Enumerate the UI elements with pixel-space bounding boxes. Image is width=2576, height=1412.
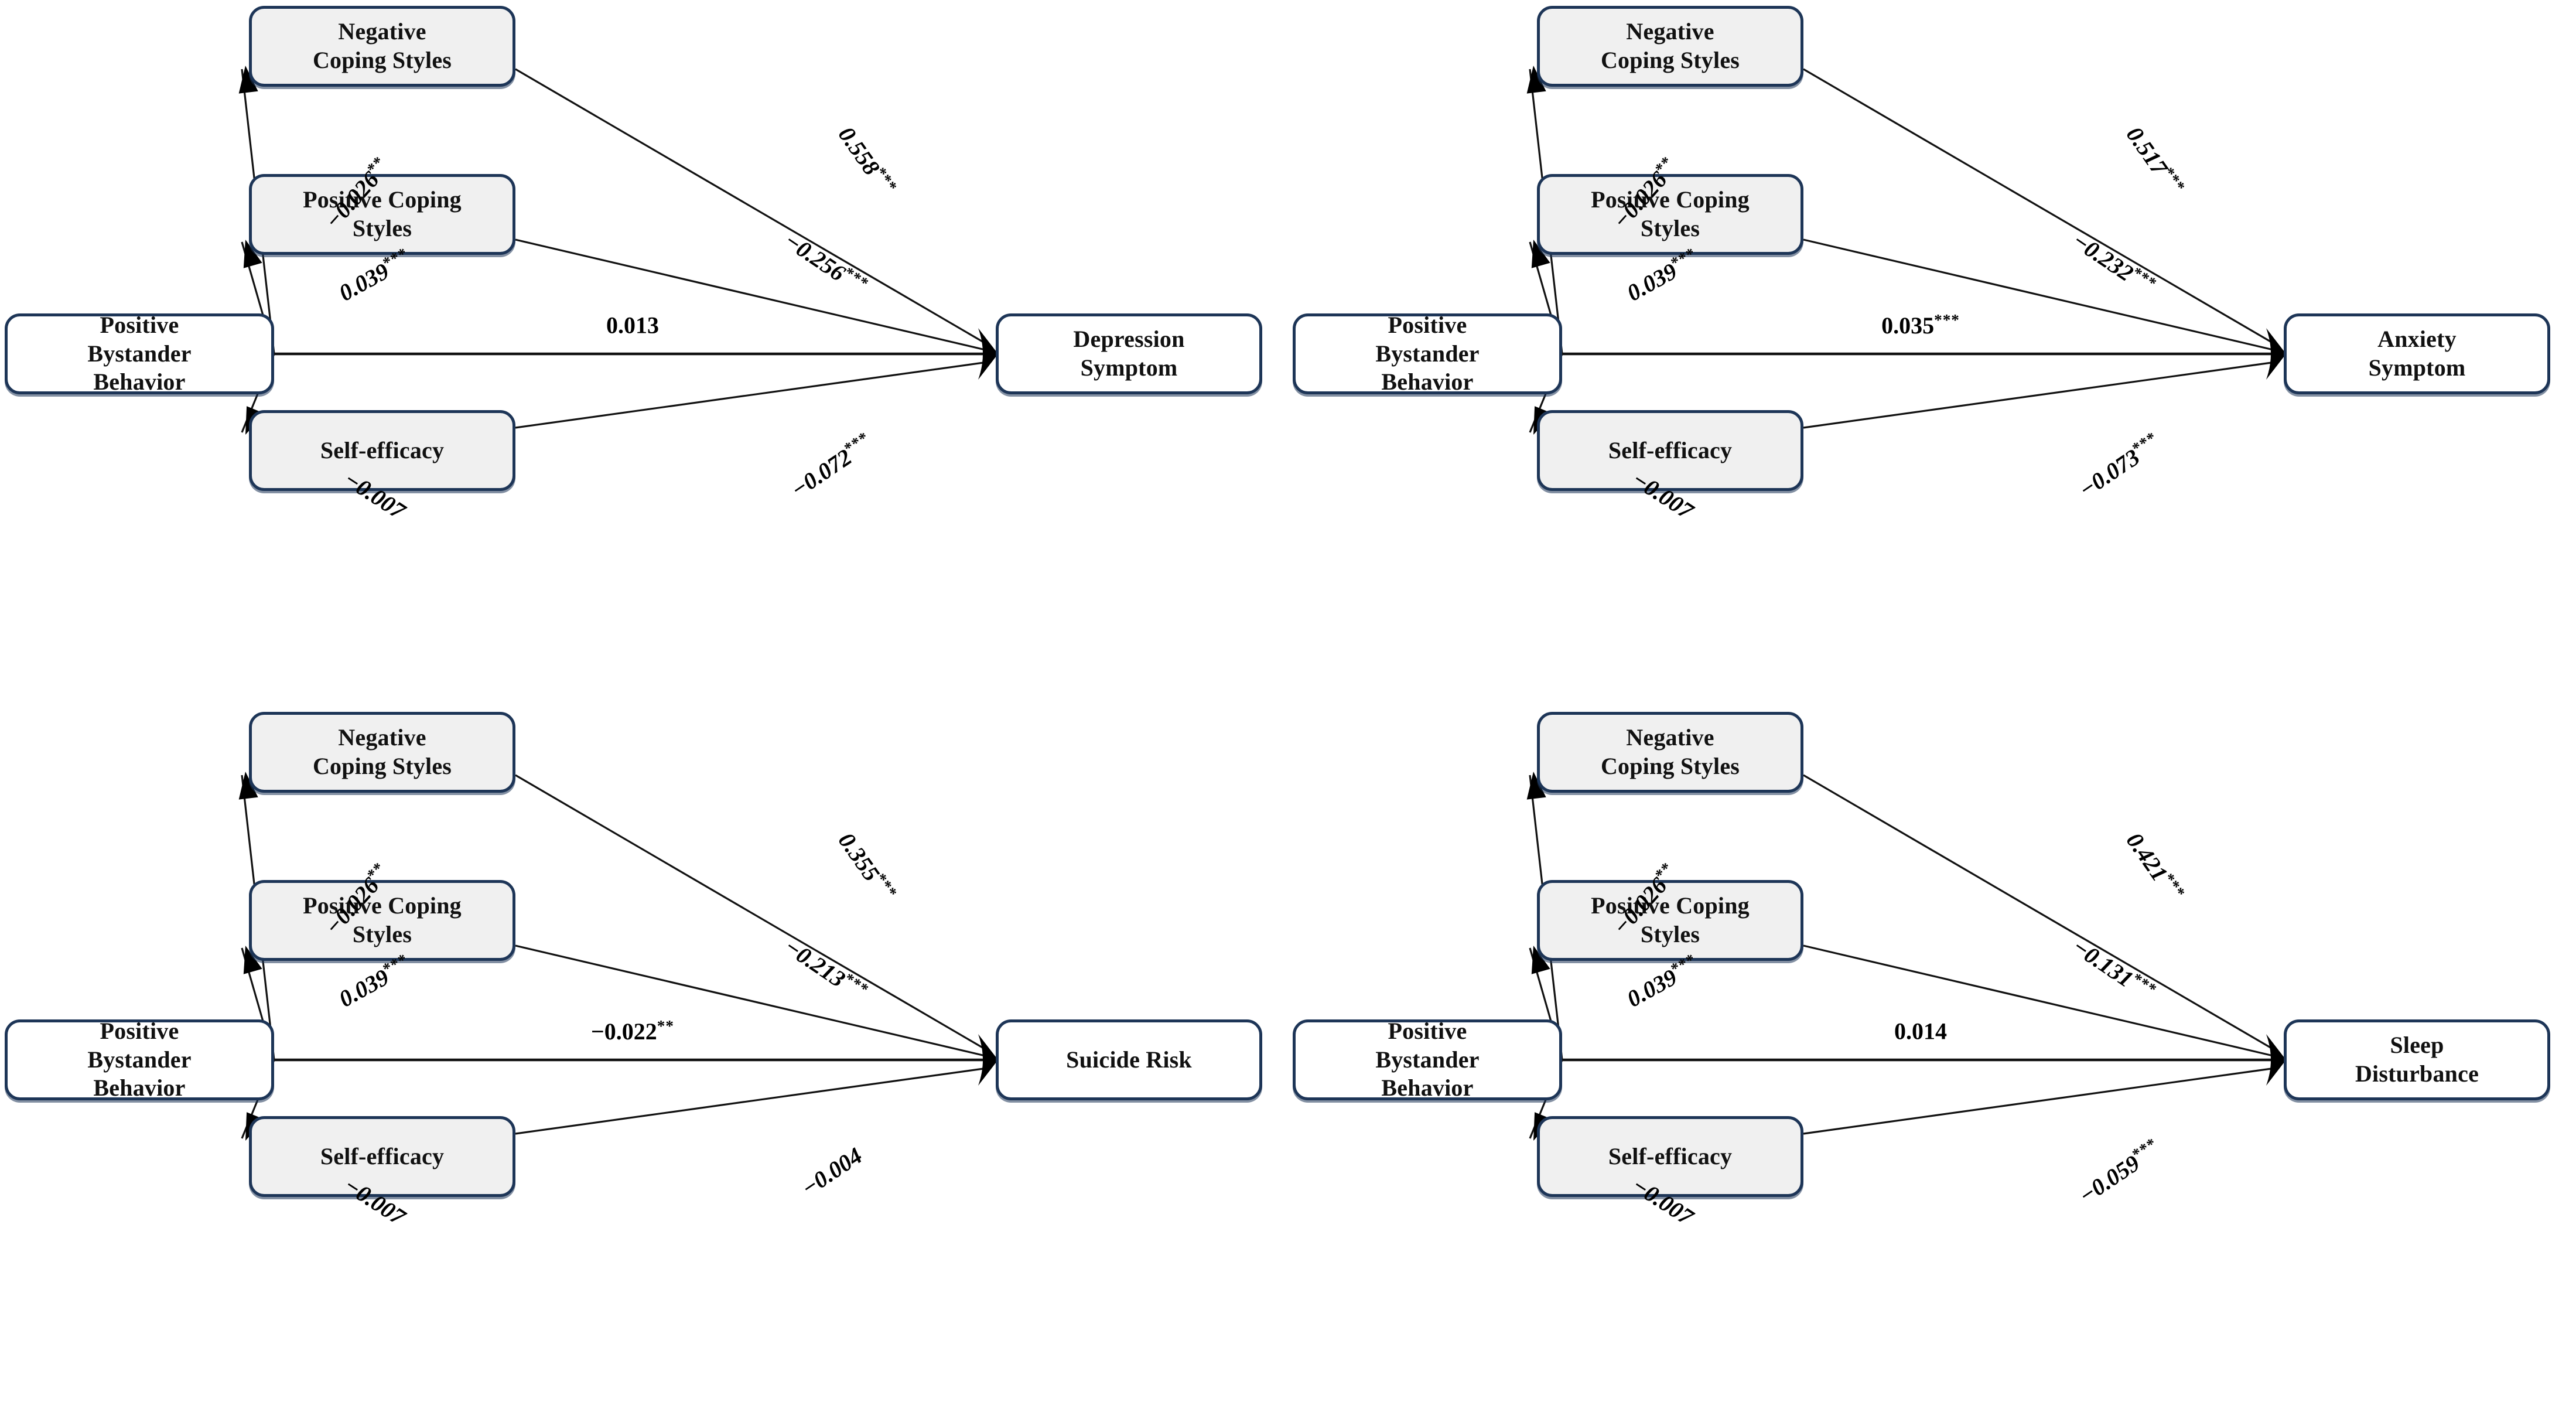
arrow-converging-to-outcome <box>2266 328 2286 380</box>
edge-layer <box>1526 66 2286 435</box>
edge-selfefficacy-to-y <box>515 361 988 429</box>
edge-negative-to-y <box>1803 68 2276 346</box>
node-self-efficacy-label: Self-efficacy <box>1608 436 1733 463</box>
node-outcome-suicide: Suicide Risk <box>996 1019 1262 1100</box>
edge-positive-to-y <box>515 944 988 1058</box>
edge-positive-to-y <box>515 238 988 352</box>
node-self-efficacy-label: Self-efficacy <box>1608 1142 1733 1169</box>
edge-selfefficacy-to-y <box>1803 361 2276 429</box>
node-self-efficacy: Self-efficacy <box>1537 410 1803 491</box>
label-direct-x-to-y: −0.022** <box>591 1017 674 1045</box>
arrow-converging-to-outcome <box>2266 1034 2286 1086</box>
arrow-x-to-positive <box>243 240 262 268</box>
arrow-x-to-positive <box>243 946 262 974</box>
node-self-efficacy: Self-efficacy <box>249 1116 515 1197</box>
arrow-converging-to-outcome <box>978 328 998 380</box>
node-self-efficacy: Self-efficacy <box>1537 1116 1803 1197</box>
edge-negative-to-y <box>1803 774 2276 1052</box>
label-direct-x-to-y: 0.035*** <box>1881 311 1960 339</box>
edge-positive-to-y <box>1803 944 2276 1058</box>
node-outcome-suicide-label: Suicide Risk <box>1066 1046 1192 1073</box>
arrow-converging-to-outcome <box>978 1034 998 1086</box>
edge-negative-to-y <box>515 68 988 346</box>
arrow-x-to-negative <box>1526 66 1546 94</box>
node-self-efficacy-label: Self-efficacy <box>320 436 445 463</box>
label-direct-x-to-y: 0.014 <box>1894 1018 1947 1045</box>
node-self-efficacy: Self-efficacy <box>249 410 515 491</box>
arrow-x-to-negative <box>238 66 258 94</box>
label-direct-x-to-y: 0.013 <box>606 312 659 339</box>
arrow-x-to-negative <box>1526 772 1546 800</box>
edge-selfefficacy-to-y <box>1803 1067 2276 1135</box>
edge-negative-to-y <box>515 774 988 1052</box>
arrow-x-to-positive <box>1531 240 1550 268</box>
arrow-x-to-negative <box>238 772 258 800</box>
arrow-x-to-positive <box>1531 946 1550 974</box>
edge-positive-to-y <box>1803 238 2276 352</box>
node-self-efficacy-label: Self-efficacy <box>320 1142 445 1169</box>
edge-selfefficacy-to-y <box>515 1067 988 1135</box>
